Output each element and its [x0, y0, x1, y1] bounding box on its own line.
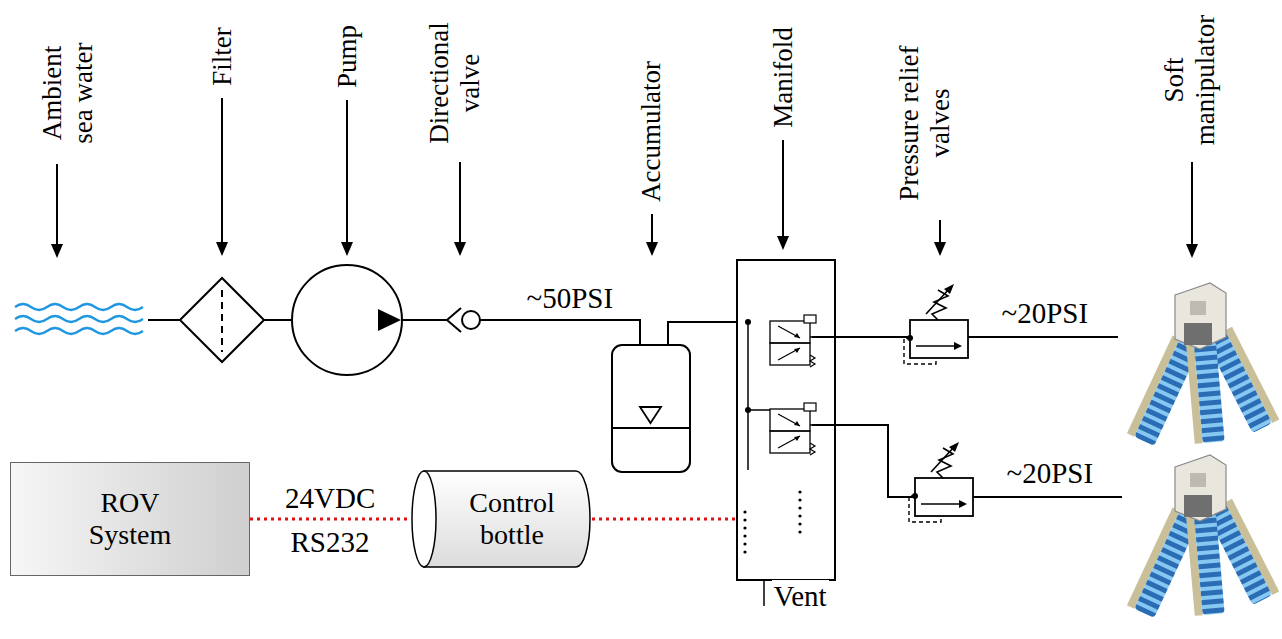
callout-arrowhead	[777, 236, 789, 250]
flow-line	[148, 319, 180, 321]
sea-water-symbol	[15, 328, 143, 334]
manifold-block	[743, 534, 746, 537]
system-box: ROV System	[10, 462, 250, 576]
callout-arrow	[782, 140, 784, 238]
callout-arrow	[459, 162, 461, 244]
control-bottle: Control bottle	[410, 468, 592, 570]
pressure-value: ~20PSI	[1005, 457, 1096, 490]
box-label: ROV System	[89, 487, 171, 551]
manifold-block	[743, 490, 801, 553]
callout-arrowhead	[51, 244, 63, 258]
check-valve-symbol	[462, 311, 480, 329]
accumulator-symbol	[612, 427, 690, 429]
component-label: Pump	[331, 25, 362, 88]
manifold-block	[743, 526, 746, 529]
relief-valve-symbol	[909, 442, 973, 522]
component-label: Soft manipulator	[1159, 10, 1221, 150]
soft-manipulator-picture	[1127, 283, 1279, 446]
soft-manipulator-picture	[1127, 283, 1279, 618]
control-wire	[592, 518, 737, 521]
callout-arrowhead	[454, 242, 466, 256]
pump-symbol	[292, 265, 402, 375]
manifold-block	[763, 580, 765, 606]
component-label: Filter	[206, 27, 237, 86]
manifold-block	[770, 403, 816, 455]
signal-name: 24VDC	[283, 482, 377, 515]
accumulator-symbol	[640, 407, 661, 423]
callout-arrow	[1191, 162, 1193, 246]
manifold-block	[748, 409, 770, 411]
dotted-wire	[250, 518, 410, 521]
cylinder-body	[424, 471, 590, 567]
component-label: Pressure relief valves	[894, 38, 956, 208]
callout-arrow	[56, 164, 58, 246]
flow-line	[480, 320, 640, 345]
manifold-block	[745, 407, 751, 413]
box-label: Control bottle	[469, 487, 555, 551]
callout-arrow	[939, 220, 941, 244]
callout-arrowhead	[934, 242, 946, 256]
callout-arrowhead	[646, 242, 658, 256]
pressure-value: ~50PSI	[525, 282, 616, 315]
flow-line	[812, 336, 910, 338]
manifold-block	[798, 514, 801, 517]
component-label: Directional valve	[424, 15, 486, 150]
manifold-block	[737, 260, 835, 606]
cylinder-cap	[412, 471, 436, 567]
component-label: Manifold	[767, 27, 798, 128]
sea-water-symbol	[15, 304, 143, 334]
flow-line	[973, 496, 1122, 498]
manifold-block	[743, 542, 746, 545]
flow-line	[668, 322, 737, 345]
pump-symbol	[292, 265, 402, 375]
check-valve-symbol	[447, 308, 461, 332]
flow-line	[264, 319, 292, 321]
pressure-value: ~20PSI	[1000, 297, 1091, 330]
manifold-block	[798, 498, 801, 501]
flow-line	[402, 319, 447, 321]
manifold-block	[798, 490, 801, 493]
accumulator-symbol	[612, 345, 690, 472]
callout-arrow	[651, 214, 653, 244]
manifold-block	[743, 518, 746, 521]
port-label: Vent	[772, 580, 829, 613]
flow-line	[812, 425, 915, 497]
callout-arrowhead	[1186, 244, 1198, 258]
filter-symbol	[221, 290, 223, 352]
signal-name: RS232	[289, 526, 372, 559]
callout-arrow	[346, 100, 348, 244]
callout-arrowhead	[341, 242, 353, 256]
component-label: Ambient sea water	[37, 34, 99, 152]
flow-line	[968, 336, 1118, 338]
manifold-block	[743, 510, 746, 513]
callout-arrow	[221, 98, 223, 244]
flow-line	[148, 320, 1122, 497]
manifold-block	[745, 319, 751, 325]
accumulator-symbol	[612, 345, 690, 472]
manifold-block	[747, 322, 749, 470]
soft-manipulator-picture	[1127, 455, 1279, 618]
manifold-block	[798, 530, 801, 533]
relief-valve-symbol	[904, 284, 973, 522]
manifold-block	[798, 522, 801, 525]
check-valve-symbol	[447, 308, 480, 332]
component-label: Accumulator	[635, 61, 666, 202]
sea-water-symbol	[15, 304, 143, 310]
manifold-block	[770, 315, 816, 367]
filter-symbol	[180, 278, 264, 362]
manifold-block	[737, 260, 835, 580]
pump-symbol	[378, 309, 401, 331]
signal-connector	[250, 519, 410, 520]
callout-arrowhead	[216, 242, 228, 256]
sea-water-symbol	[15, 316, 143, 322]
filter-symbol	[180, 278, 264, 362]
relief-valve-symbol	[904, 284, 968, 364]
manifold-block	[798, 506, 801, 509]
manifold-block	[743, 550, 746, 553]
